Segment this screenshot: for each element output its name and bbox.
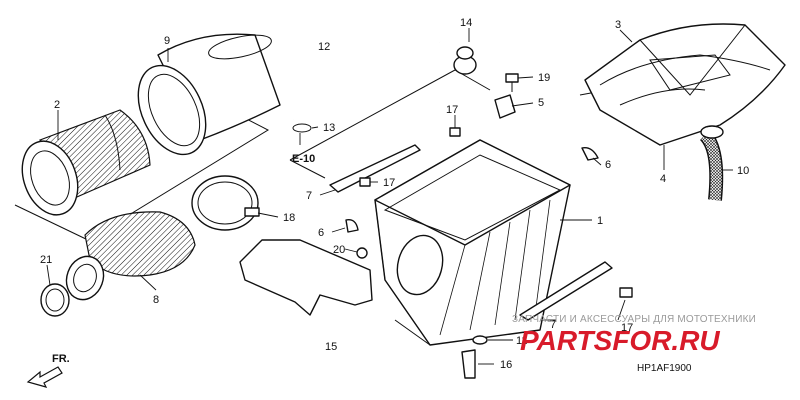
callout-7a: 7	[306, 190, 312, 202]
front-direction-indicator: FR.	[26, 353, 70, 388]
callout-numbers: 9 2 14 3 12 19 5 17 13 6 10 4 1 7 17 18 …	[40, 17, 749, 371]
callout-4: 4	[660, 173, 666, 185]
watermark: ЗАПЧАСТИ И АКСЕССУАРЫ ДЛЯ МОТОТЕХНИКИ PA…	[512, 314, 756, 356]
callout-18: 18	[283, 212, 295, 224]
part-1-air-cleaner-housing	[374, 139, 571, 346]
callout-15: 13	[323, 122, 335, 134]
callout-19: 20	[333, 244, 345, 256]
callout-8: 8	[153, 294, 159, 306]
part-16-grommet	[453, 46, 477, 75]
leader-lines	[46, 28, 733, 365]
part-9-filter-sleeve	[137, 33, 281, 156]
callout-9: 9	[164, 35, 170, 47]
part-10-drain-tube	[699, 125, 724, 201]
small-hardware	[345, 73, 633, 379]
callout-6b: 6	[318, 227, 324, 239]
callout-17a: 17	[446, 104, 458, 116]
callout-17b: 17	[383, 177, 395, 189]
part-18-clamp	[191, 175, 260, 231]
part-14-gasket	[239, 239, 373, 316]
callout-6a: 6	[605, 159, 611, 171]
callout-11: 11	[516, 335, 527, 347]
callout-14: 15	[325, 341, 337, 353]
part-7-seal-strip	[329, 144, 613, 321]
part-2-filter-element	[21, 109, 151, 216]
drawing-code: HP1AF1900	[637, 363, 692, 374]
callout-12: 16	[500, 359, 512, 371]
callout-16: 14	[460, 17, 472, 29]
reference-label: E-10	[292, 153, 315, 165]
part-21-clamp	[40, 283, 70, 317]
callout-21: 21	[40, 254, 52, 266]
callout-17c: 17	[621, 322, 633, 334]
front-label: FR.	[52, 353, 70, 365]
part-3-housing-cover	[584, 23, 786, 146]
callout-1: 1	[597, 215, 603, 227]
callout-7b: 7	[550, 319, 556, 331]
callout-3: 3	[615, 19, 621, 31]
callout-13: 12	[318, 41, 330, 53]
part-13-breather-tube	[288, 37, 441, 121]
callout-2: 2	[54, 99, 60, 111]
front-arrow-icon	[26, 366, 63, 388]
watermark-tagline: ЗАПЧАСТИ И АКСЕССУАРЫ ДЛЯ МОТОТЕХНИКИ	[512, 314, 756, 325]
callout-5: 5	[538, 97, 544, 109]
part-8-intake-boot	[65, 211, 196, 301]
callout-10: 10	[737, 165, 749, 177]
callout-20: 19	[538, 72, 550, 84]
part-15-clip	[292, 123, 312, 133]
watermark-brand: PARTSFOR.RU	[520, 325, 720, 356]
